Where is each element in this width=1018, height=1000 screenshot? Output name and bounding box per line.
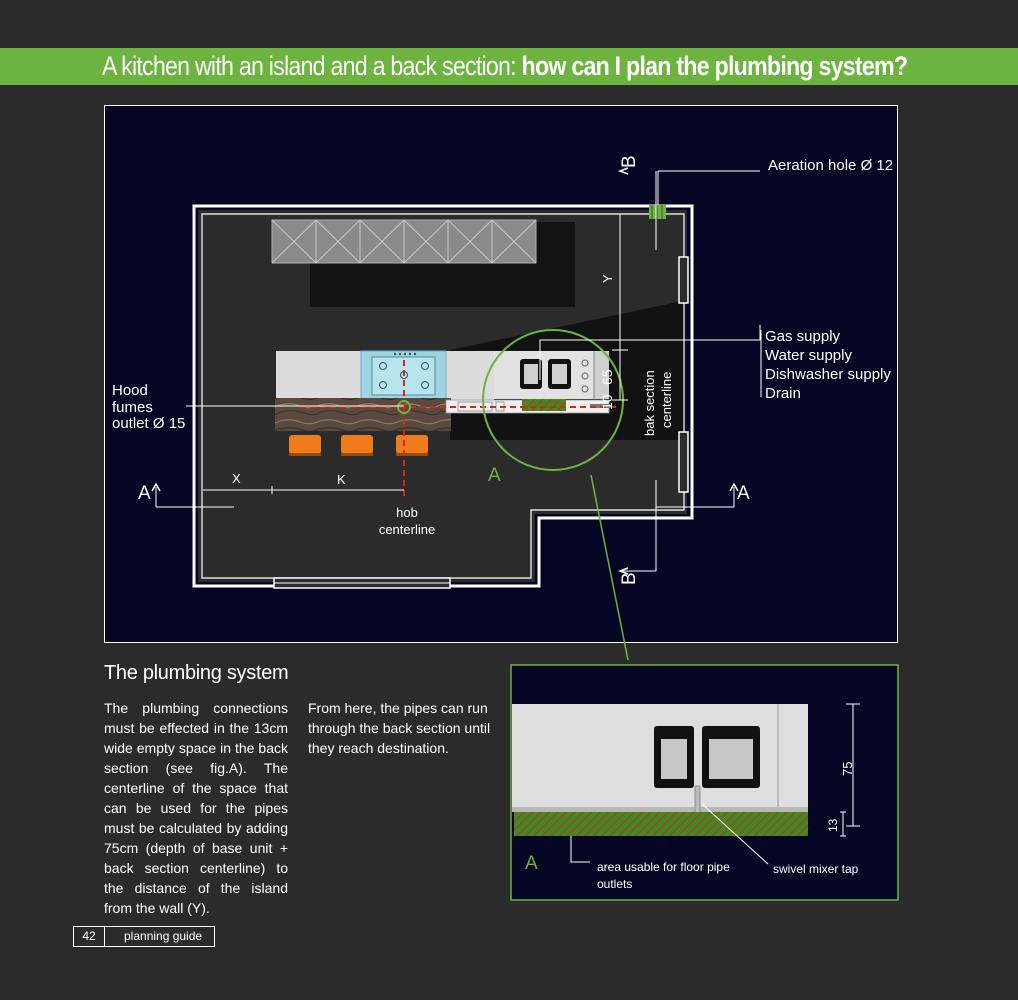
bak-centerline-line-1: bak section bbox=[642, 370, 657, 436]
wall-cabinets bbox=[271, 219, 537, 264]
swivel-label: swivel mixer tap bbox=[773, 862, 859, 876]
worktop bbox=[275, 398, 451, 431]
windows bbox=[273, 256, 689, 589]
title-normal: A kitchen with an island and a back sect… bbox=[102, 51, 522, 81]
section-b-top: B bbox=[619, 155, 640, 168]
dim-65-label: 65 bbox=[599, 369, 615, 385]
bak-centerline-line-2: centerline bbox=[659, 372, 674, 428]
centerlines bbox=[300, 360, 620, 500]
hood-label-line-2: fumes bbox=[112, 399, 153, 416]
floor-usable-line-1: area usable for floor pipe bbox=[597, 860, 730, 874]
detail-ref-label: A bbox=[488, 465, 501, 486]
detail-leader bbox=[590, 474, 629, 660]
dim-k-label: K bbox=[337, 472, 346, 487]
hood-label-line-1: Hood bbox=[112, 382, 148, 399]
swivel-tap bbox=[694, 785, 701, 815]
bar-stools bbox=[289, 435, 428, 454]
dim-y-label: Y bbox=[600, 274, 615, 283]
dim-10-label: 10 bbox=[599, 394, 615, 410]
supply-label-dishwasher: Dishwasher supply bbox=[765, 366, 891, 383]
page-number: 42 bbox=[74, 927, 105, 946]
body-text-column-2: From here, the pipes can run through the… bbox=[308, 700, 491, 756]
supply-label-gas: Gas supply bbox=[765, 328, 841, 345]
title-bold: how can I plan the plumbing system? bbox=[521, 51, 909, 81]
supply-label-water: Water supply bbox=[765, 347, 852, 364]
supply-label-drain: Drain bbox=[765, 385, 801, 402]
section-a-left: A bbox=[138, 483, 151, 504]
page-title: A kitchen with an island and a back sect… bbox=[102, 48, 909, 85]
hood-label-line-3: outlet Ø 15 bbox=[112, 415, 185, 432]
dim-x-label: X bbox=[232, 471, 241, 486]
walls bbox=[192, 204, 694, 588]
hob-centerline-line-2: centerline bbox=[379, 522, 435, 537]
supply-labels: Gas supply Water supply Dishwasher suppl… bbox=[765, 328, 891, 402]
detail-sink bbox=[654, 726, 760, 788]
floor-usable-line-2: outlets bbox=[597, 877, 632, 891]
detail-figure-a: 75 13 A area usable for floor pipe outle… bbox=[510, 664, 899, 901]
section-b-bottom: B bbox=[619, 572, 640, 585]
dim-13-label: 13 bbox=[826, 818, 840, 832]
detail-a-label: A bbox=[525, 853, 538, 874]
hob-centerline-line-1: hob bbox=[396, 505, 418, 520]
aeration-label: Aeration hole Ø 12 bbox=[768, 157, 893, 174]
kitchen-floor-plan: Aeration hole Ø 12 Gas supply Water supp… bbox=[104, 105, 898, 660]
page-footer: 42 planning guide bbox=[73, 926, 215, 947]
floor-pipe-area bbox=[514, 812, 808, 836]
body-text-column-1: The plumbing connections must be effecte… bbox=[104, 700, 288, 916]
hood-label: Hood fumes outlet Ø 15 bbox=[112, 382, 185, 432]
section-a-right: A bbox=[737, 483, 750, 504]
pipe-space bbox=[522, 399, 566, 411]
section-title: The plumbing system bbox=[104, 662, 289, 684]
footer-label: planning guide bbox=[124, 929, 203, 943]
sink bbox=[520, 359, 571, 389]
dim-75-label: 75 bbox=[840, 762, 855, 776]
title-banner: A kitchen with an island and a back sect… bbox=[0, 48, 1018, 85]
